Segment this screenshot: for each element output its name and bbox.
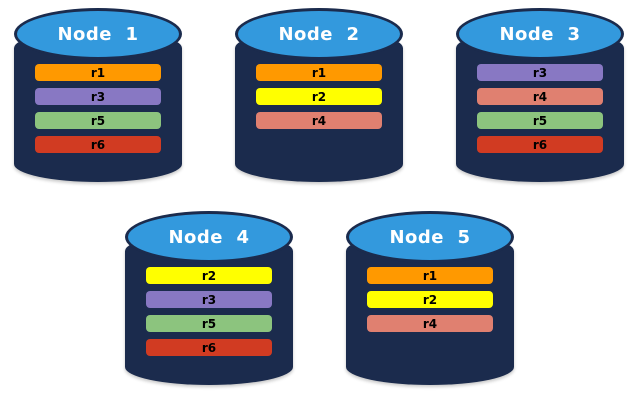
replica-bar[interactable]: r2 [256,88,382,105]
replica-list: r3 r4 r5 r6 [456,64,624,153]
cylinder-top-icon [125,211,293,263]
replica-list: r1 r3 r5 r6 [14,64,182,153]
cylinder-top-icon [346,211,514,263]
replica-bar[interactable]: r1 [367,267,493,284]
replica-bar[interactable]: r5 [146,315,272,332]
replica-bar[interactable]: r3 [477,64,603,81]
replica-bar[interactable]: r1 [256,64,382,81]
replica-list: r2 r3 r5 r6 [125,267,293,356]
cylinder-top-icon [14,8,182,60]
replica-bar[interactable]: r2 [146,267,272,284]
replica-bar[interactable]: r4 [256,112,382,129]
replica-bar[interactable]: r4 [367,315,493,332]
cylinder-top-icon [456,8,624,60]
replica-bar[interactable]: r5 [35,112,161,129]
replica-bar[interactable]: r3 [35,88,161,105]
replica-list: r1 r2 r4 [235,64,403,129]
replica-bar[interactable]: r6 [35,136,161,153]
replica-bar[interactable]: r6 [477,136,603,153]
replica-bar[interactable]: r5 [477,112,603,129]
replica-bar[interactable]: r4 [477,88,603,105]
replica-list: r1 r2 r4 [346,267,514,332]
cylinder-top-icon [235,8,403,60]
replica-bar[interactable]: r1 [35,64,161,81]
replica-bar[interactable]: r3 [146,291,272,308]
replica-bar[interactable]: r6 [146,339,272,356]
replica-bar[interactable]: r2 [367,291,493,308]
